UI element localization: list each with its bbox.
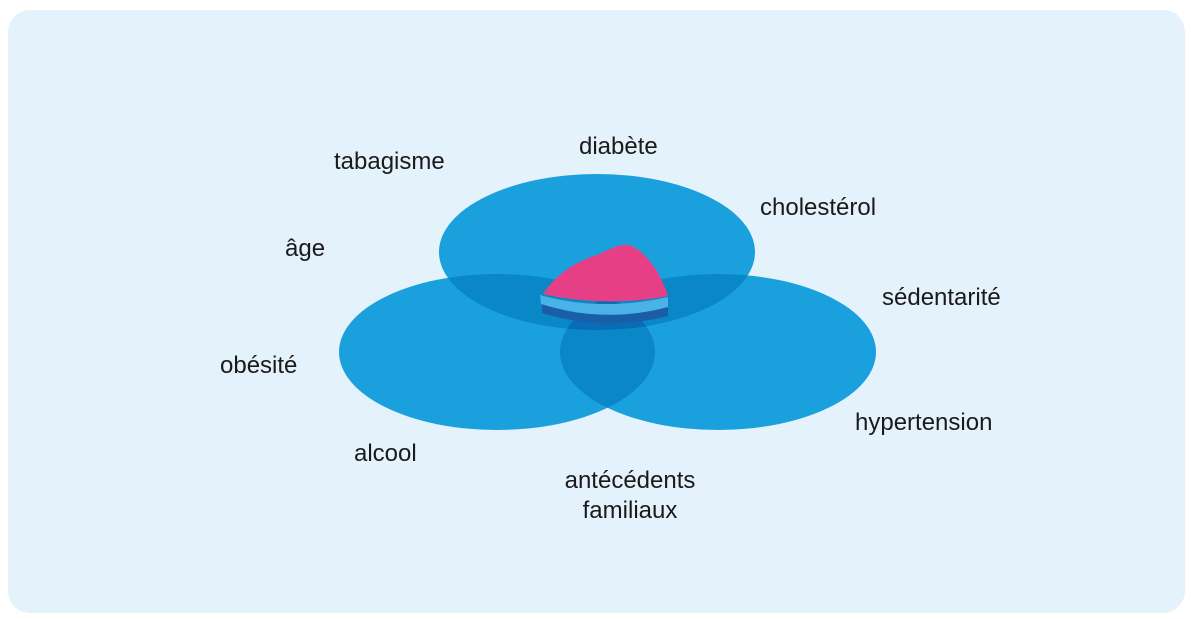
label-diabete: diabète (579, 132, 658, 162)
label-antecedents-line1: antécédents (530, 466, 730, 496)
label-hypertension: hypertension (855, 408, 992, 438)
label-antecedents-familiaux: antécédents familiaux (530, 466, 730, 526)
label-age: âge (285, 234, 325, 264)
label-tabagisme: tabagisme (334, 147, 445, 177)
label-antecedents-line2: familiaux (530, 496, 730, 526)
label-obesite: obésité (220, 351, 297, 381)
label-sedentarite: sédentarité (882, 283, 1001, 313)
label-alcool: alcool (354, 439, 417, 469)
label-cholesterol: cholestérol (760, 193, 876, 223)
